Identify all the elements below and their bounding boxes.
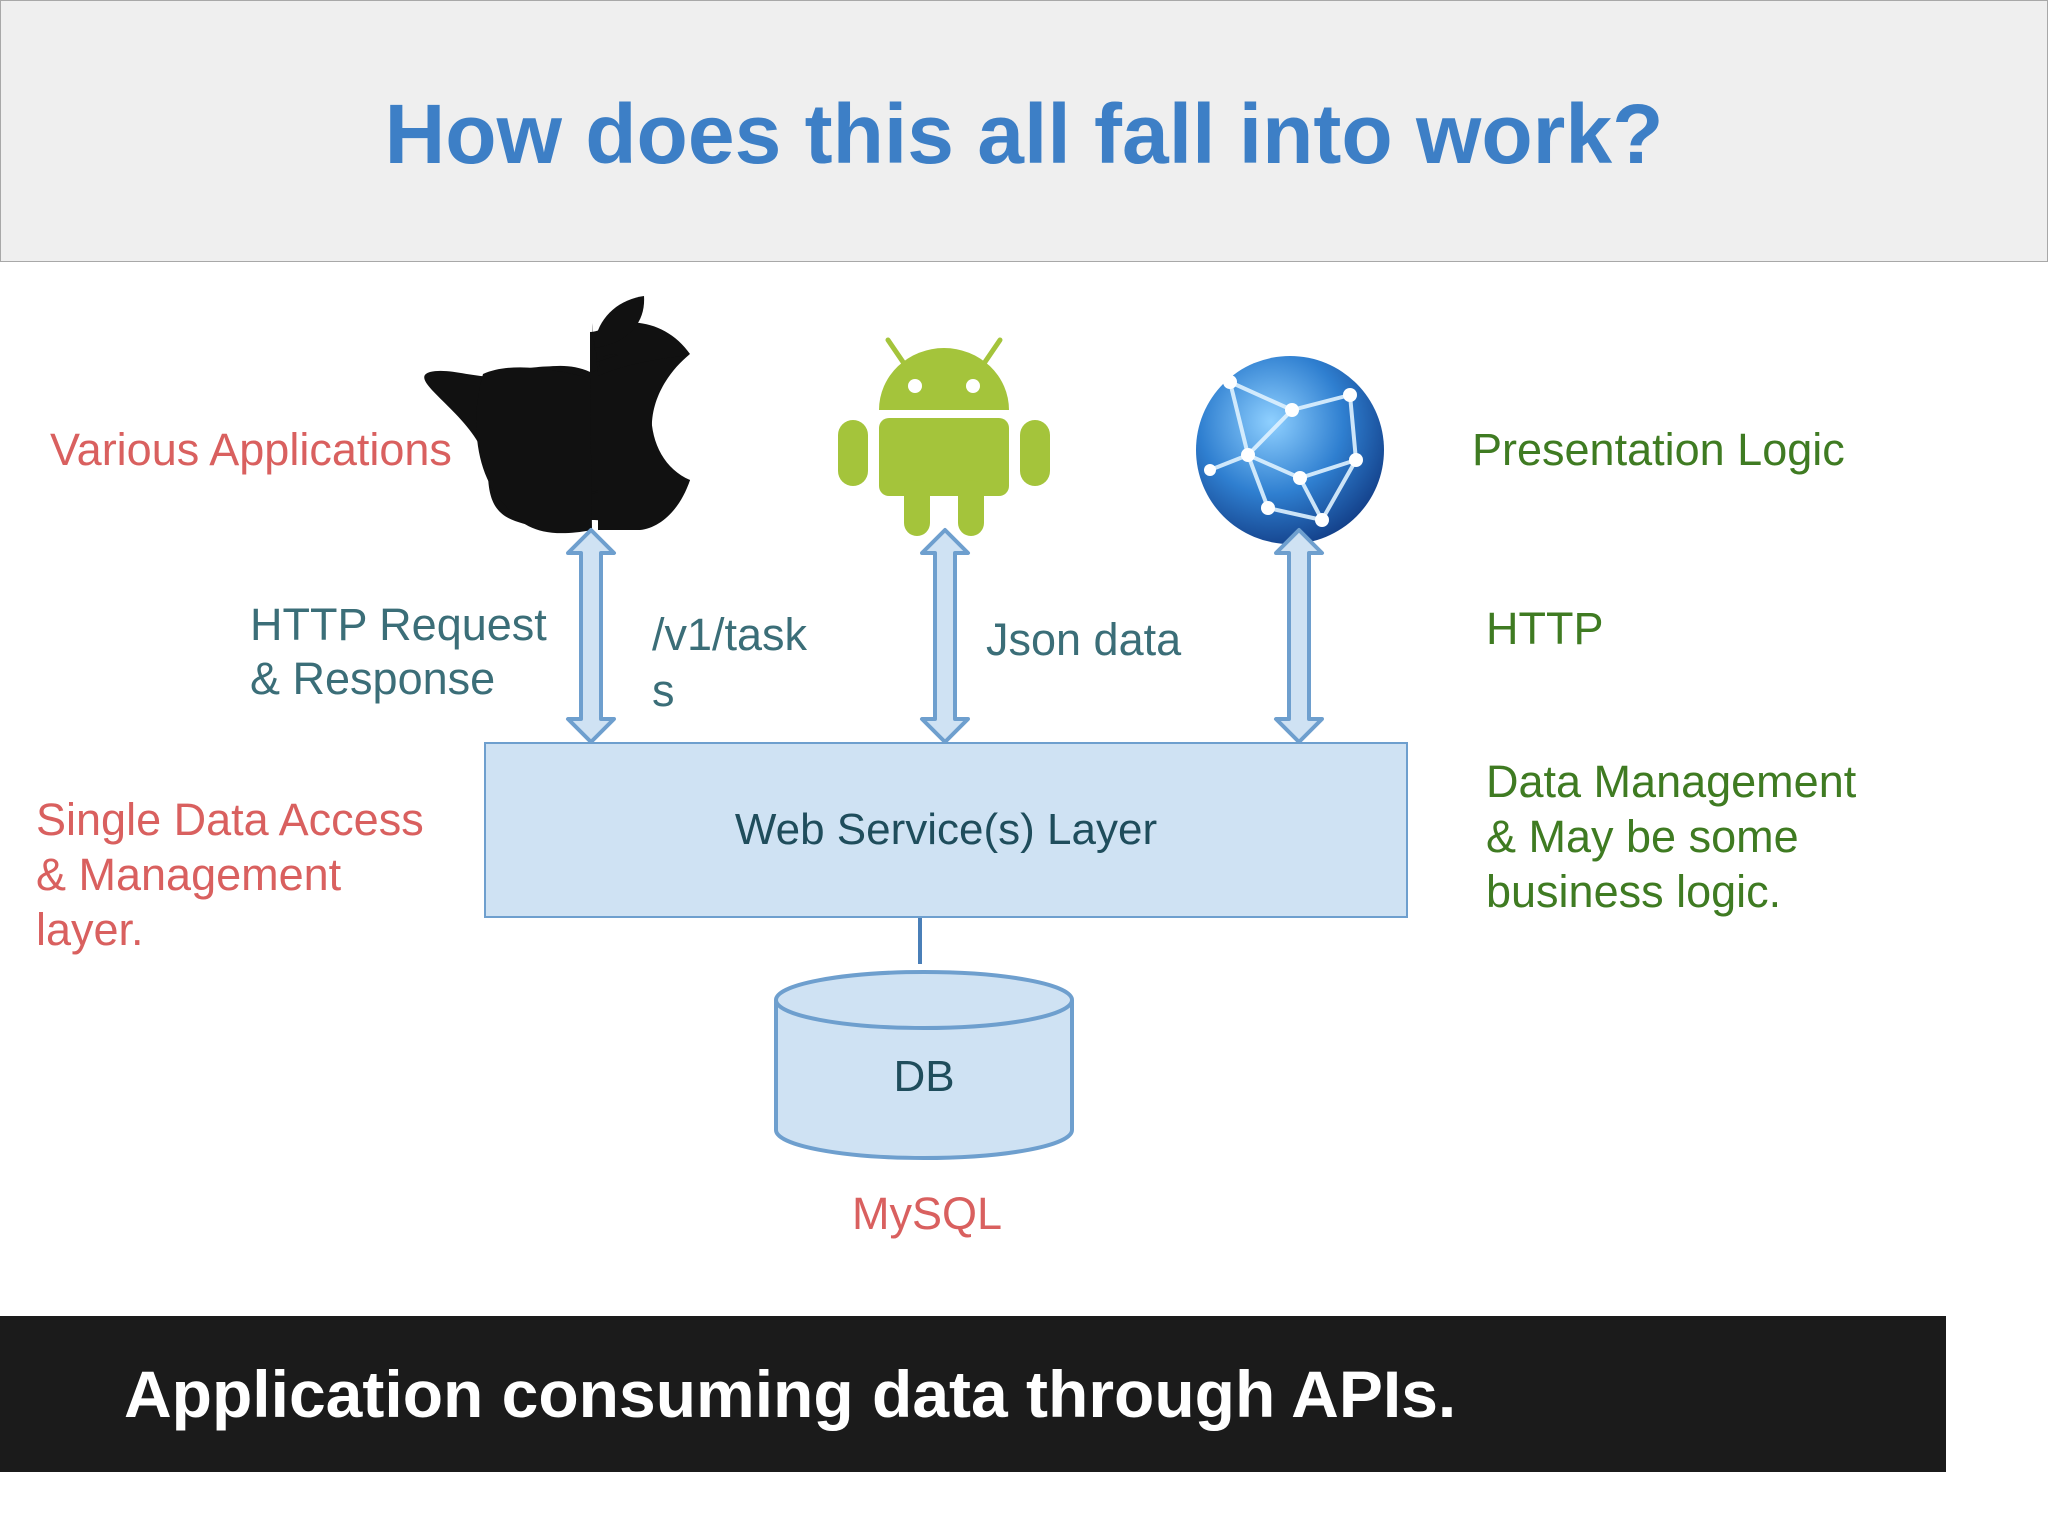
label-http-request-line2: & Response: [250, 653, 496, 704]
apple-logo-icon: [424, 296, 690, 534]
label-endpoint-line2: s: [652, 665, 675, 716]
label-http-request-line1: HTTP Request: [250, 599, 547, 650]
arrow-android-to-service: [920, 528, 970, 744]
label-presentation-logic: Presentation Logic: [1472, 424, 1845, 475]
label-various-applications: Various Applications: [50, 424, 452, 475]
caption-text: Application consuming data through APIs.: [124, 1357, 1457, 1431]
label-data-management-line2: & May be some: [1486, 811, 1799, 862]
label-http: HTTP: [1486, 603, 1604, 654]
label-endpoint-line1: /v1/task: [652, 609, 808, 660]
label-single-access-line2: & Management: [36, 849, 342, 900]
globe-network-icon: [1196, 356, 1384, 544]
android-robot-icon: [838, 337, 1050, 536]
database-cylinder: [774, 970, 1074, 1160]
arrow-apple-to-service: [566, 528, 616, 744]
slide-title: How does this all fall into work?: [384, 86, 1664, 181]
db-label: DB: [893, 1052, 955, 1101]
web-service-layer-box: Web Service(s) Layer: [484, 742, 1408, 918]
web-service-layer-label: Web Service(s) Layer: [734, 805, 1158, 854]
caption-bar: Application consuming data through APIs.: [0, 1316, 1946, 1472]
slide-header: How does this all fall into work?: [0, 0, 2048, 262]
mysql-label: MySQL: [852, 1188, 1003, 1239]
label-data-management-line1: Data Management: [1486, 756, 1857, 807]
arrow-web-to-service: [1274, 528, 1324, 744]
label-single-access-line1: Single Data Access: [36, 794, 424, 845]
label-json-data: Json data: [986, 614, 1182, 665]
label-single-access-line3: layer.: [36, 904, 144, 955]
label-data-management-line3: business logic.: [1486, 866, 1782, 917]
